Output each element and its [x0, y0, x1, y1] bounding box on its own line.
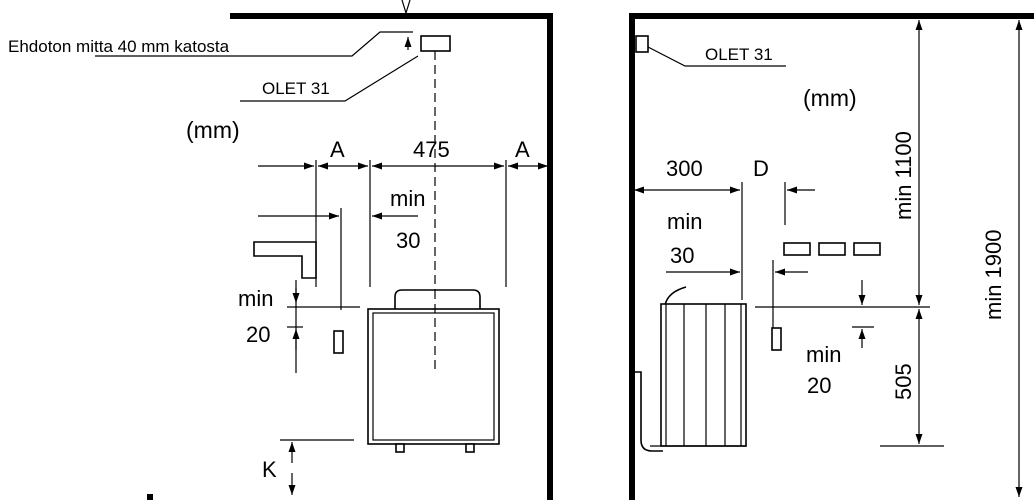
right-dim-1100-label: min 1100 — [891, 131, 916, 220]
right-heater-body — [660, 303, 747, 447]
right-dim-505-label: 505 — [891, 363, 916, 400]
right-sensor-box — [635, 35, 649, 53]
right-heater-bracket — [635, 371, 663, 452]
right-dim-300-label: 300 — [666, 156, 703, 181]
right-view: OLET 31 (mm) 300 D min 30 min 20 — [629, 13, 1034, 500]
right-wall-outline — [629, 13, 1034, 500]
right-small-sensor — [771, 327, 782, 351]
right-heater — [635, 286, 747, 452]
left-dim-475-label: 475 — [413, 137, 450, 162]
right-callout-sensor-leader — [647, 46, 786, 67]
left-dim-a-right-label: A — [515, 137, 530, 162]
right-min30-top: min — [667, 209, 702, 234]
left-heater-foot-1 — [395, 443, 405, 453]
left-sensor-box — [420, 35, 451, 52]
right-min20-top: min — [806, 342, 841, 367]
left-heater-foot-2 — [465, 443, 475, 453]
left-min30-value: 30 — [396, 228, 420, 253]
left-wall-outline — [230, 13, 553, 500]
left-small-sensor — [333, 330, 344, 354]
left-heater-inner — [372, 312, 495, 441]
left-view: Ehdoton mitta 40 mm katosta OLET 31 (mm)… — [8, 0, 553, 500]
left-heater-top-handle — [394, 289, 481, 309]
left-top-mark — [401, 0, 411, 16]
left-callout-sensor-leader — [240, 55, 419, 102]
right-min30-value: 30 — [670, 243, 694, 268]
left-dim-a-label: A — [330, 137, 345, 162]
right-stones-box-1 — [783, 242, 811, 256]
left-min20-value: 20 — [246, 322, 270, 347]
right-stones-box-2 — [818, 242, 846, 256]
left-shelf-bracket — [253, 241, 317, 279]
left-callout-absolute: Ehdoton mitta 40 mm katosta — [8, 37, 230, 56]
right-dim-d-label: D — [753, 156, 769, 181]
left-callout-sensor: OLET 31 — [262, 79, 330, 98]
left-units-label: (mm) — [186, 117, 240, 143]
right-units-label: (mm) — [803, 85, 857, 111]
left-heater-body — [367, 308, 500, 445]
left-k-label: K — [262, 457, 277, 482]
right-heater-handle — [664, 286, 687, 306]
left-heater — [367, 289, 500, 453]
left-callout-absolute-leader — [95, 31, 413, 57]
right-dim-1900-label: min 1900 — [981, 229, 1006, 320]
right-callout-sensor: OLET 31 — [705, 45, 773, 64]
left-min20-top: min — [238, 286, 273, 311]
left-min30-top: min — [390, 186, 425, 211]
right-min20-value: 20 — [807, 373, 831, 398]
right-stones-box-3 — [853, 242, 881, 256]
